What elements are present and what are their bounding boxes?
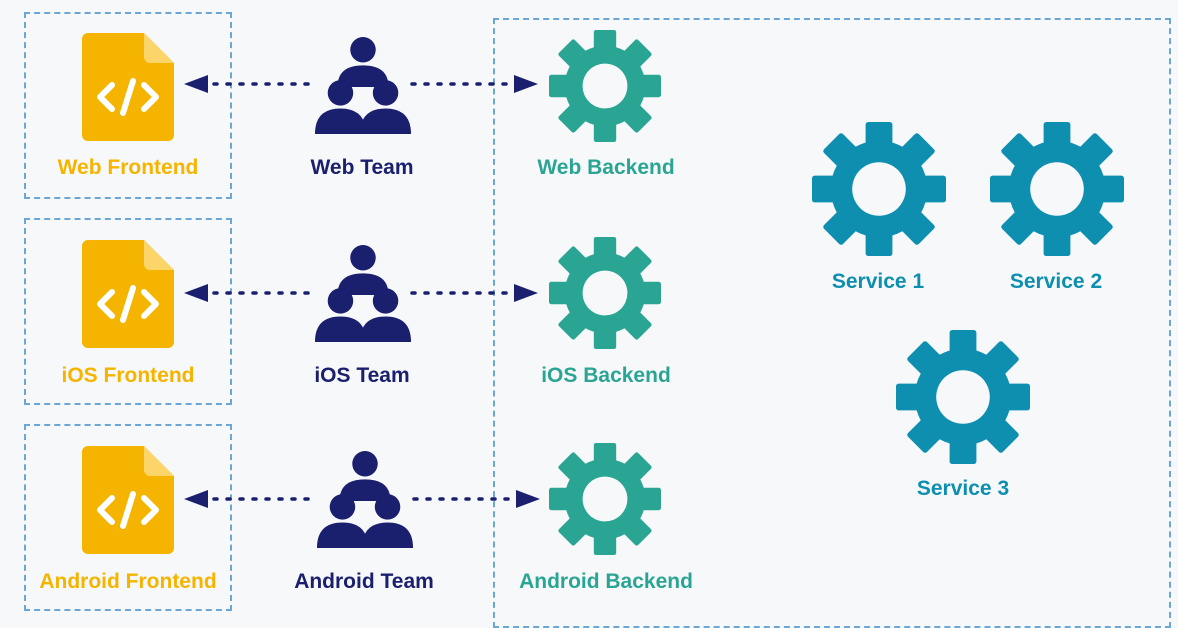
gear-icon (896, 330, 1030, 464)
web-frontend-arrow (184, 75, 314, 93)
web-backend-label: Web Backend (537, 156, 675, 179)
team-icon (314, 244, 412, 342)
android-frontend-label: Android Frontend (39, 570, 217, 593)
frontend-box-ios (24, 218, 232, 405)
team-icon (316, 450, 414, 548)
gear-icon (549, 443, 661, 555)
frontend-box-web (24, 12, 232, 199)
android-frontend-arrow (184, 490, 314, 508)
android-team-label: Android Team (294, 570, 434, 593)
android-backend-label: Android Backend (519, 570, 693, 593)
code-file-icon (82, 446, 174, 554)
code-file-icon (82, 240, 174, 348)
ios-frontend-arrow (184, 284, 314, 302)
gear-icon (990, 122, 1124, 256)
frontend-box-android (24, 424, 232, 611)
web-team-label: Web Team (310, 156, 414, 179)
service-2-label: Service 2 (1009, 270, 1103, 293)
web-backend-arrow (410, 75, 538, 93)
ios-frontend-label: iOS Frontend (61, 364, 195, 387)
gear-icon (812, 122, 946, 256)
ios-team-label: iOS Team (314, 364, 410, 387)
code-file-icon (82, 33, 174, 141)
ios-backend-label: iOS Backend (541, 364, 671, 387)
gear-icon (549, 237, 661, 349)
service-3-label: Service 3 (916, 477, 1010, 500)
gear-icon (549, 30, 661, 142)
ios-backend-arrow (410, 284, 538, 302)
android-backend-arrow (412, 490, 540, 508)
team-icon (314, 36, 412, 134)
service-1-label: Service 1 (831, 270, 925, 293)
web-frontend-label: Web Frontend (57, 156, 199, 179)
